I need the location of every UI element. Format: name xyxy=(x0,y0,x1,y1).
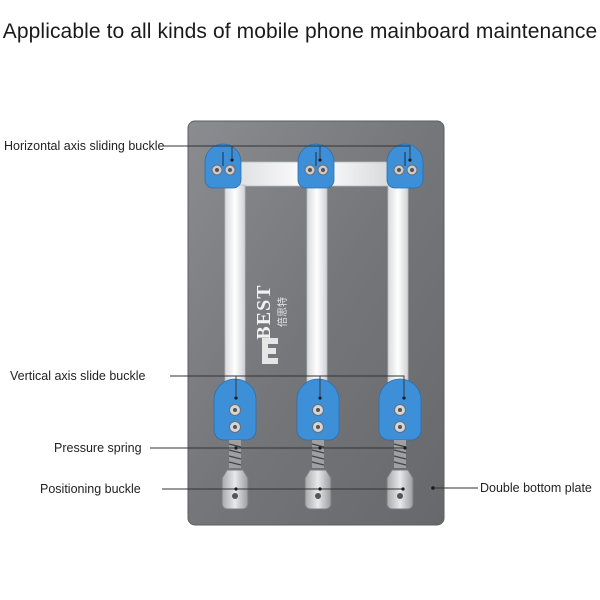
top-clamp-left xyxy=(204,143,242,189)
top-clamp-middle xyxy=(297,143,335,189)
label-pressure-spring: Pressure spring xyxy=(54,441,142,455)
label-horizontal-axis-sliding-buckle: Horizontal axis sliding buckle xyxy=(4,139,165,153)
brand-logo-subtext: 倍思特 xyxy=(276,297,289,327)
page-title: Applicable to all kinds of mobile phone … xyxy=(2,20,598,43)
brand-logo: BEST 倍思特 xyxy=(253,284,289,339)
top-clamp-right xyxy=(386,143,424,189)
label-double-bottom-plate: Double bottom plate xyxy=(480,481,592,495)
brand-logo-mark xyxy=(262,338,278,364)
bottom-assembly-right xyxy=(378,378,422,510)
callout-dots xyxy=(230,158,435,491)
label-positioning-buckle: Positioning buckle xyxy=(40,482,141,496)
brand-logo-text: BEST xyxy=(253,284,275,339)
callout-lines xyxy=(150,145,478,490)
label-vertical-axis-slide-buckle: Vertical axis slide buckle xyxy=(10,369,146,383)
